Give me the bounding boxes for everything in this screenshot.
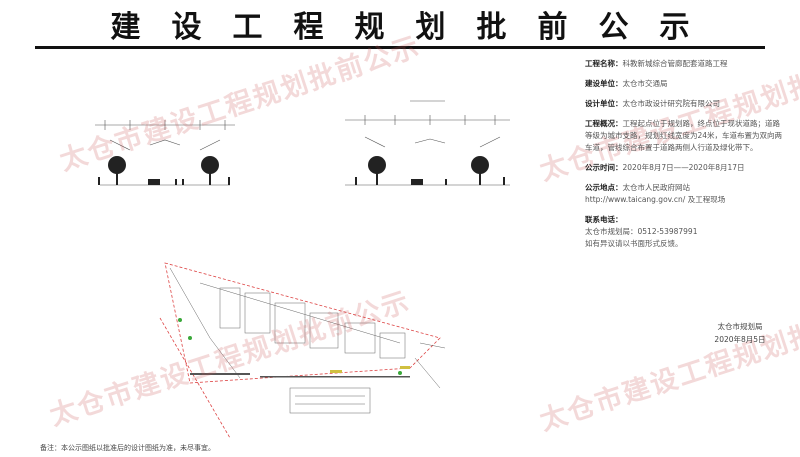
signature-date: 2020年8月5日 <box>714 335 766 344</box>
location-label: 公示地点： <box>585 183 623 192</box>
contact-line-2: 如有异议请以书面形式反馈。 <box>585 239 683 248</box>
site-plan-drawing <box>159 262 446 439</box>
signature-org: 太仓市规划局 <box>717 322 763 331</box>
builder-label: 建设单位： <box>585 79 623 88</box>
summary-value: 工程起点位于规划路，终点位于现状道路；道路等级为城市支路，规划红线宽度为24米，… <box>585 119 783 152</box>
builder-value: 太仓市交通局 <box>622 79 668 88</box>
page-title: 建设工程规划批前公示 <box>110 10 721 45</box>
project-label: 工程名称： <box>585 59 623 68</box>
contact-row: 联系电话： 太仓市规划局：0512-53987991 如有异议请以书面形式反馈。 <box>585 214 785 250</box>
designer-row: 设计单位：太仓市政设计研究院有限公司 <box>585 98 785 110</box>
summary-label: 工程概况： <box>585 119 623 128</box>
period-row: 公示时间：2020年8月7日——2020年8月17日 <box>585 162 785 174</box>
info-panel: 工程名称：科教新城综合管廊配套道路工程 建设单位：太仓市交通局 设计单位：太仓市… <box>585 58 785 258</box>
footnote: 备注：本公示图纸以批准后的设计图纸为准，未尽事宜。 <box>40 444 215 452</box>
signature-block: 太仓市规划局 2020年8月5日 <box>690 320 790 346</box>
period-value: 2020年8月7日——2020年8月17日 <box>622 163 745 172</box>
watermark-4: 太仓市建设工程规划批前公示 <box>536 291 800 438</box>
right-cross-section-drawing <box>345 100 510 186</box>
project-value: 科教新城综合管廊配套道路工程 <box>622 59 728 68</box>
contact-line-1: 太仓市规划局：0512-53987991 <box>585 227 698 236</box>
location-value: 太仓市人民政府网站 http://www.taicang.gov.cn/ 及工程… <box>585 183 726 204</box>
left-cross-section-drawing <box>95 120 235 186</box>
contact-label: 联系电话： <box>585 215 623 224</box>
project-row: 工程名称：科教新城综合管廊配套道路工程 <box>585 58 785 70</box>
title-underline <box>35 46 765 49</box>
builder-row: 建设单位：太仓市交通局 <box>585 78 785 90</box>
summary-row: 工程概况：工程起点位于规划路，终点位于现状道路；道路等级为城市支路，规划红线宽度… <box>585 118 785 154</box>
period-label: 公示时间： <box>585 163 623 172</box>
designer-value: 太仓市政设计研究院有限公司 <box>622 99 721 108</box>
location-row: 公示地点：太仓市人民政府网站 http://www.taicang.gov.cn… <box>585 182 785 206</box>
designer-label: 设计单位： <box>585 99 623 108</box>
